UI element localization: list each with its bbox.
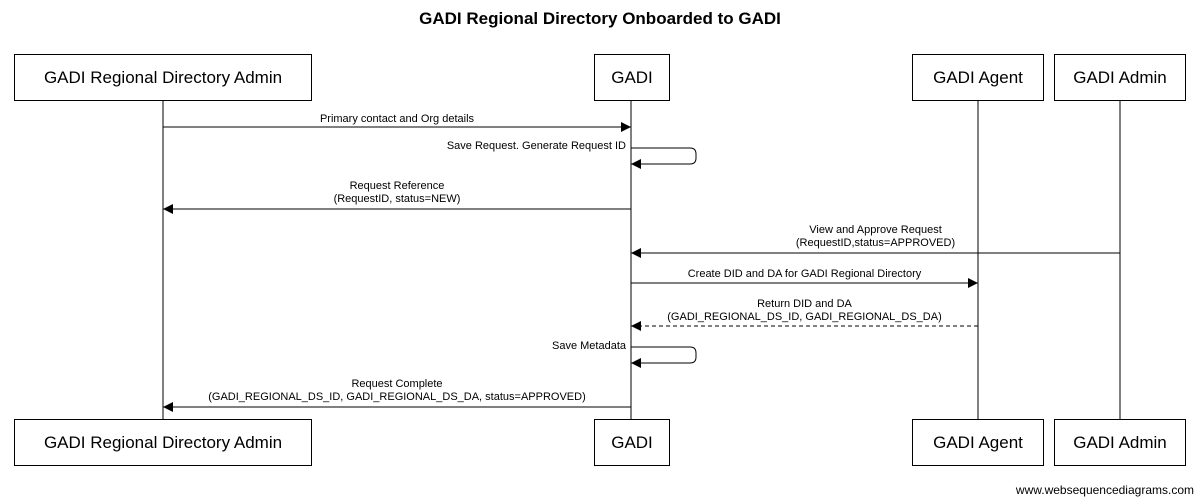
arrow-m2 (631, 147, 697, 169)
message-m6-line2: (GADI_REGIONAL_DS_ID, GADI_REGIONAL_DS_D… (667, 311, 942, 323)
participant-gadi-admin-bottom: GADI Admin (1054, 419, 1186, 466)
message-m2-label: Save Request. Generate Request ID (380, 140, 626, 153)
message-m8-line1: Request Complete (351, 378, 443, 390)
participant-admin-top: GADI Regional Directory Admin (14, 54, 312, 101)
message-m1-label: Primary contact and Org details (163, 113, 631, 126)
message-m6-line1: Return DID and DA (757, 298, 852, 310)
message-m5-label: Create DID and DA for GADI Regional Dire… (631, 268, 978, 281)
message-m4-label: View and Approve Request (RequestID,stat… (631, 224, 1120, 250)
message-m3-label: Request Reference (RequestID, status=NEW… (163, 180, 631, 206)
message-m1-line1: Primary contact and Org details (319, 113, 475, 125)
message-m8-line2: (GADI_REGIONAL_DS_ID, GADI_REGIONAL_DS_D… (208, 391, 586, 403)
message-m3-line1: Request Reference (349, 180, 445, 192)
message-m4-line1: View and Approve Request (809, 224, 942, 236)
diagram-title: GADI Regional Directory Onboarded to GAD… (419, 9, 781, 28)
message-m5-line1: Create DID and DA for GADI Regional Dire… (687, 268, 922, 280)
participant-agent-bottom: GADI Agent (912, 419, 1044, 466)
participant-agent-top: GADI Agent (912, 54, 1044, 101)
arrow-m7 (631, 346, 697, 368)
message-m8-label: Request Complete (GADI_REGIONAL_DS_ID, G… (163, 378, 631, 404)
message-m4-line2: (RequestID,status=APPROVED) (795, 237, 956, 249)
watermark-text: www.websequencediagrams.com (1015, 483, 1194, 497)
message-m6-label: Return DID and DA (GADI_REGIONAL_DS_ID, … (631, 298, 978, 324)
participant-gadi-top: GADI (594, 54, 670, 101)
message-m3-line2: (RequestID, status=NEW) (333, 193, 461, 205)
participant-gadi-admin-top: GADI Admin (1054, 54, 1186, 101)
message-m2-line1: Save Request. Generate Request ID (446, 140, 626, 152)
participant-gadi-bottom: GADI (594, 419, 670, 466)
participant-admin-bottom: GADI Regional Directory Admin (14, 419, 312, 466)
message-m7-line1: Save Metadata (552, 340, 626, 352)
message-m7-label: Save Metadata (480, 340, 626, 353)
